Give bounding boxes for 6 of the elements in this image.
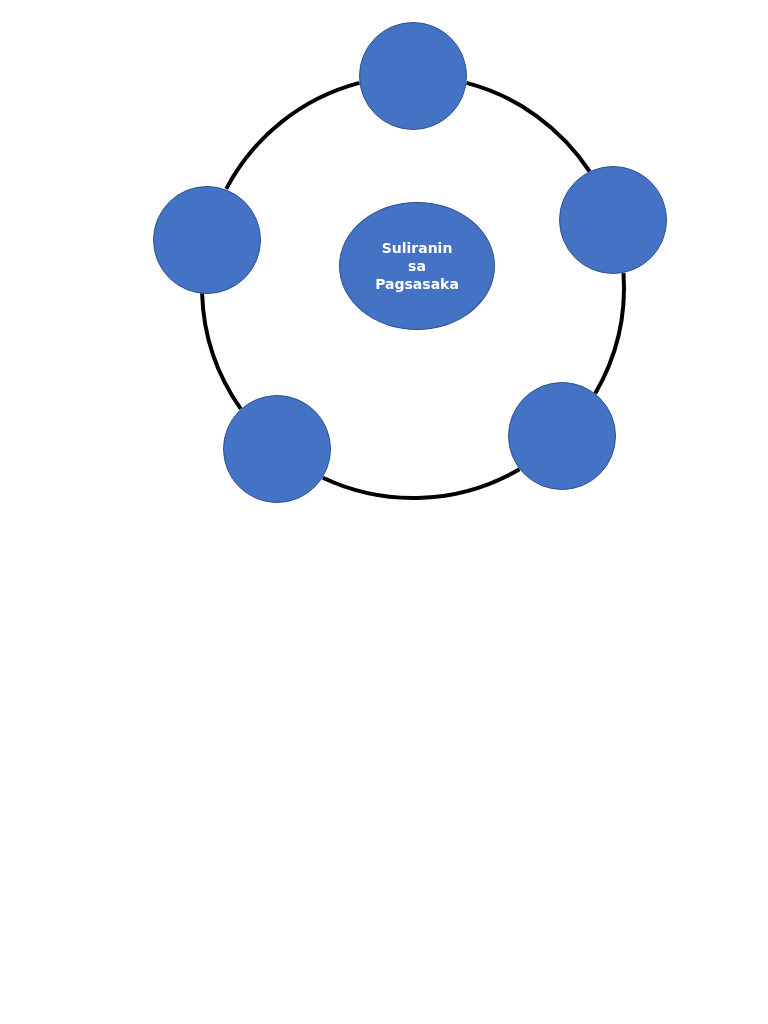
ring-segment [322,467,521,500]
ring-segment [224,81,361,190]
ring-segment [593,273,626,395]
center-ellipse: Suliranin sa Pagsasaka [339,202,495,330]
ring-segment [200,293,243,410]
ring-segment [465,81,592,173]
